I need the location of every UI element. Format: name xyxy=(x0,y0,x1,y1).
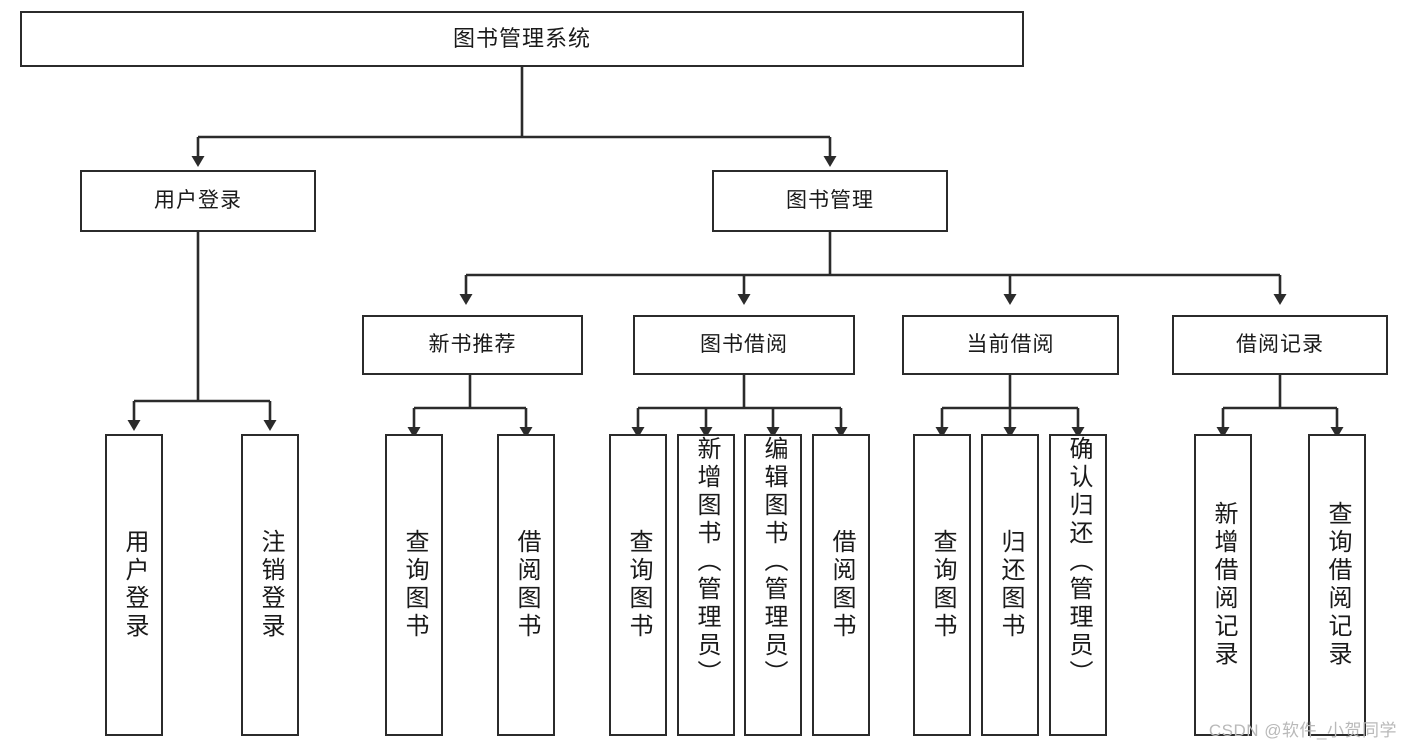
leaf-book-borrow-query-book[interactable]: 查询图书 xyxy=(609,434,667,736)
node-root-book-management-system[interactable]: 图书管理系统 xyxy=(20,11,1024,67)
node-label: 图书借阅 xyxy=(700,332,788,356)
node-new-book-recommend[interactable]: 新书推荐 xyxy=(362,315,583,375)
node-book-management[interactable]: 图书管理 xyxy=(712,170,948,232)
node-label: 新增图书（管理员） xyxy=(693,436,720,688)
leaf-book-borrow-edit-book-admin[interactable]: 编辑图书（管理员） xyxy=(744,434,802,736)
node-label: 借阅图书 xyxy=(828,529,855,641)
node-label: 查询图书 xyxy=(929,529,956,641)
leaf-user-login-login[interactable]: 用户登录 xyxy=(105,434,163,736)
node-label: 图书管理系统 xyxy=(452,26,591,52)
node-label: 注销登录 xyxy=(257,529,284,641)
leaf-book-borrow-add-book-admin[interactable]: 新增图书（管理员） xyxy=(677,434,735,736)
node-label: 借阅图书 xyxy=(513,529,540,641)
node-label: 查询图书 xyxy=(625,529,652,641)
node-label: 用户登录 xyxy=(121,529,148,641)
node-book-borrow[interactable]: 图书借阅 xyxy=(633,315,855,375)
node-label: 借阅记录 xyxy=(1236,332,1324,356)
leaf-current-borrow-confirm-return-admin[interactable]: 确认归还（管理员） xyxy=(1049,434,1107,736)
leaf-user-login-logout[interactable]: 注销登录 xyxy=(241,434,299,736)
node-label: 编辑图书（管理员） xyxy=(760,436,787,688)
node-label: 查询图书 xyxy=(401,529,428,641)
node-label: 当前借阅 xyxy=(966,332,1055,356)
node-label: 确认归还（管理员） xyxy=(1065,436,1092,688)
node-current-borrow[interactable]: 当前借阅 xyxy=(902,315,1119,375)
csdn-watermark: CSDN @软件_小贺同学 xyxy=(1208,721,1397,740)
leaf-borrow-record-add-record[interactable]: 新增借阅记录 xyxy=(1194,434,1252,736)
node-label: 查询借阅记录 xyxy=(1324,501,1351,669)
leaf-current-borrow-query-book[interactable]: 查询图书 xyxy=(913,434,971,736)
leaf-new-book-borrow-book[interactable]: 借阅图书 xyxy=(497,434,555,736)
node-label: 归还图书 xyxy=(997,529,1024,641)
node-label: 新书推荐 xyxy=(428,332,517,356)
leaf-current-borrow-return-book[interactable]: 归还图书 xyxy=(981,434,1039,736)
leaf-borrow-record-query-record[interactable]: 查询借阅记录 xyxy=(1308,434,1366,736)
leaf-book-borrow-borrow-book[interactable]: 借阅图书 xyxy=(812,434,870,736)
leaf-new-book-query-book[interactable]: 查询图书 xyxy=(385,434,443,736)
node-label: 图书管理 xyxy=(786,188,874,212)
node-borrow-record[interactable]: 借阅记录 xyxy=(1172,315,1388,375)
node-user-login[interactable]: 用户登录 xyxy=(80,170,316,232)
node-label: 用户登录 xyxy=(154,188,242,212)
node-label: 新增借阅记录 xyxy=(1210,501,1237,669)
